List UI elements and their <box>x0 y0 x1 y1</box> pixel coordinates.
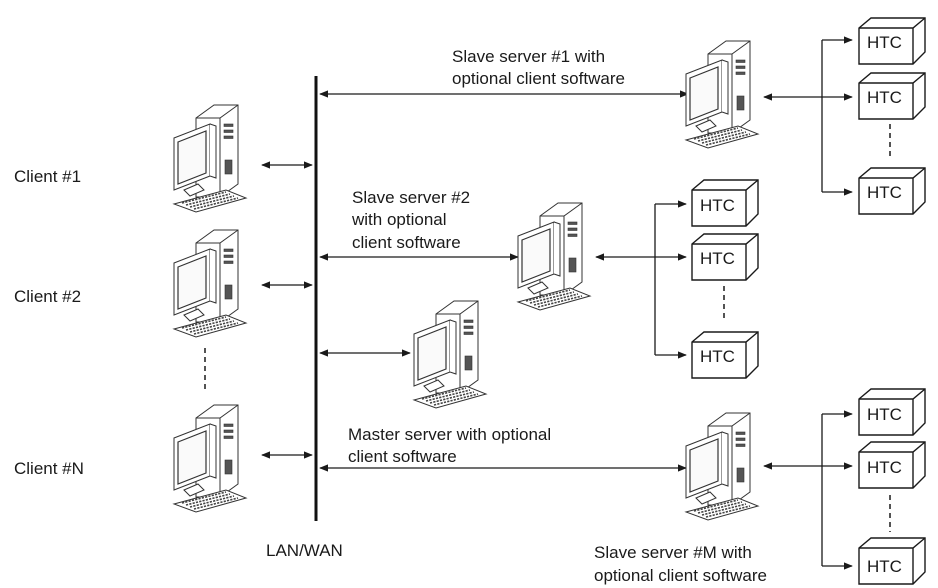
server-label-line: optional client software <box>452 69 625 88</box>
client-2: Client #2 <box>14 229 313 338</box>
client-1: Client #1 <box>14 104 313 213</box>
server-label-line: optional client software <box>594 566 767 585</box>
client-label: Client #N <box>14 459 84 478</box>
server-label-line: Slave server #2 <box>352 188 470 207</box>
htc-box: HTC <box>858 388 926 436</box>
server-label-line: Slave server #M with <box>594 543 752 562</box>
client-n: Client #N <box>14 404 313 513</box>
htc-box: HTC <box>858 441 926 489</box>
htc-label: HTC <box>867 33 902 52</box>
server-label-line: Slave server #1 with <box>452 47 605 66</box>
server-label-line: with optional <box>351 210 447 229</box>
slave-server-2: Slave server #2 with optional client sof… <box>319 179 759 379</box>
htc-box: HTC <box>691 331 759 379</box>
computer-icon <box>413 300 487 409</box>
master-server: Master server with optional client softw… <box>319 300 551 466</box>
computer-icon <box>173 229 247 338</box>
htc-label: HTC <box>867 183 902 202</box>
htc-box: HTC <box>858 72 926 120</box>
htc-label: HTC <box>867 458 902 477</box>
server-label-line: client software <box>352 233 461 252</box>
htc-box: HTC <box>858 537 926 585</box>
slave-server-m: HTC HTC HTC Slave server #M with optiona… <box>319 388 926 585</box>
htc-label: HTC <box>700 249 735 268</box>
computer-icon <box>173 104 247 213</box>
computer-icon <box>685 412 759 521</box>
htc-box: HTC <box>691 233 759 281</box>
htc-box: HTC <box>858 17 926 65</box>
computer-icon <box>517 202 591 311</box>
client-label: Client #2 <box>14 287 81 306</box>
htc-label: HTC <box>700 196 735 215</box>
htc-box: HTC <box>858 167 926 215</box>
htc-label: HTC <box>867 88 902 107</box>
htc-label: HTC <box>867 557 902 576</box>
htc-label: HTC <box>700 347 735 366</box>
bus-label: LAN/WAN <box>266 541 343 560</box>
computer-icon <box>173 404 247 513</box>
htc-box: HTC <box>691 179 759 227</box>
computer-icon <box>685 40 759 149</box>
htc-label: HTC <box>867 405 902 424</box>
server-label-line: Master server with optional <box>348 425 551 444</box>
slave-server-1: Slave server #1 with optional client sof… <box>319 17 926 215</box>
client-label: Client #1 <box>14 167 81 186</box>
server-label-line: client software <box>348 447 457 466</box>
